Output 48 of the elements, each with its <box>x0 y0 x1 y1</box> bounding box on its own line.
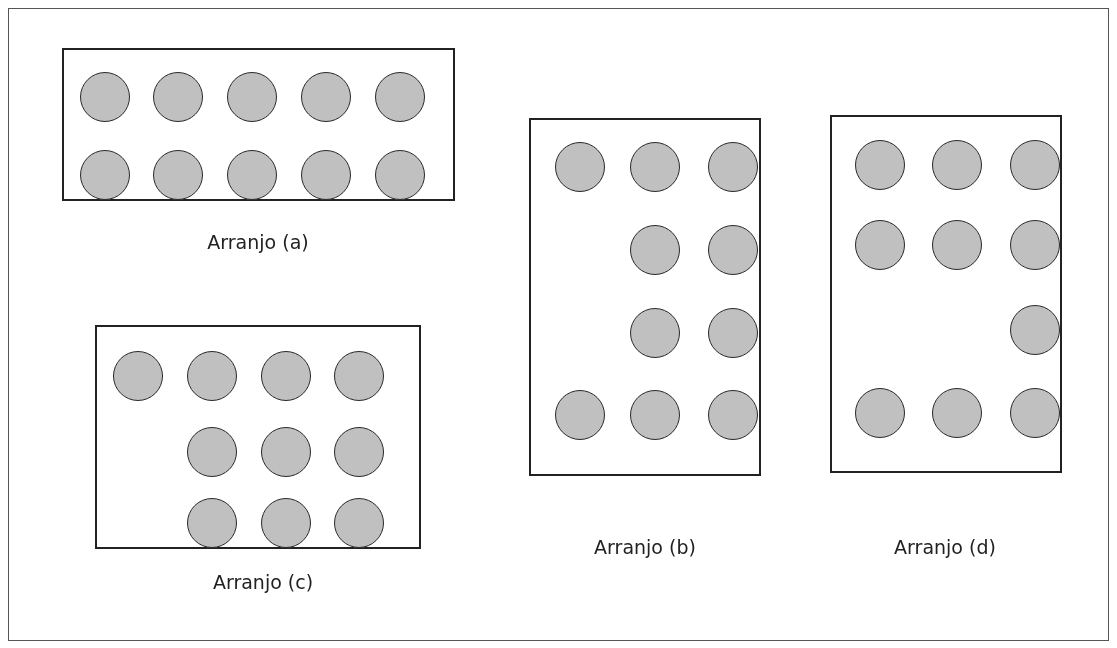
circle <box>555 142 605 192</box>
circle <box>187 427 237 477</box>
circle <box>261 351 311 401</box>
circle <box>932 140 982 190</box>
circle <box>334 498 384 548</box>
circle <box>932 220 982 270</box>
arrangement-caption: Arranjo (c) <box>212 571 314 593</box>
circle <box>855 220 905 270</box>
circle <box>334 427 384 477</box>
circle <box>630 308 680 358</box>
circle <box>187 351 237 401</box>
circle <box>855 388 905 438</box>
circle <box>708 390 758 440</box>
circle <box>708 308 758 358</box>
circle <box>1010 220 1060 270</box>
circle <box>80 150 130 200</box>
circle <box>1010 388 1060 438</box>
circle <box>187 498 237 548</box>
circle <box>80 72 130 122</box>
circle <box>1010 140 1060 190</box>
circle <box>261 498 311 548</box>
circle <box>630 142 680 192</box>
circle <box>1010 305 1060 355</box>
circle <box>301 72 351 122</box>
circle <box>630 390 680 440</box>
arrangement-caption: Arranjo (d) <box>894 536 996 558</box>
arrangement-box <box>62 48 455 201</box>
arrangement-box <box>529 118 761 476</box>
circle <box>227 72 277 122</box>
circle <box>334 351 384 401</box>
circle <box>932 388 982 438</box>
circle <box>855 140 905 190</box>
circle <box>301 150 351 200</box>
circle <box>261 427 311 477</box>
circle <box>630 225 680 275</box>
circle <box>153 150 203 200</box>
arrangement-caption: Arranjo (a) <box>207 231 309 253</box>
circle <box>153 72 203 122</box>
circle <box>555 390 605 440</box>
circle <box>375 72 425 122</box>
arrangement-box <box>95 325 421 549</box>
circle <box>227 150 277 200</box>
circle <box>708 225 758 275</box>
arrangement-caption: Arranjo (b) <box>594 536 696 558</box>
circle <box>375 150 425 200</box>
circle <box>708 142 758 192</box>
arrangement-box <box>830 115 1062 473</box>
circle <box>113 351 163 401</box>
